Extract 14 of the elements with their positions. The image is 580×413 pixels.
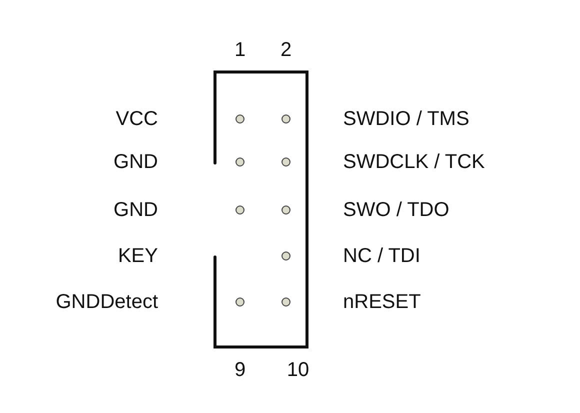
signal-name: GNDDetect	[54, 290, 158, 314]
pin-number: 2	[279, 38, 293, 62]
signal-name: KEY	[116, 244, 158, 268]
pin-number: 1	[233, 38, 247, 62]
signal-name: SWO / TDO	[343, 198, 450, 222]
signal-name: VCC	[114, 107, 158, 131]
signal-name: nRESET	[343, 290, 422, 314]
pin-number: 9	[233, 358, 247, 382]
signal-name: GND	[112, 198, 158, 222]
signal-name: NC / TDI	[343, 244, 422, 268]
pin-number: 10	[286, 358, 310, 382]
signal-name: SWDIO / TMS	[343, 107, 470, 131]
signal-name: GND	[112, 150, 158, 174]
signal-name: SWDCLK / TCK	[343, 150, 486, 174]
